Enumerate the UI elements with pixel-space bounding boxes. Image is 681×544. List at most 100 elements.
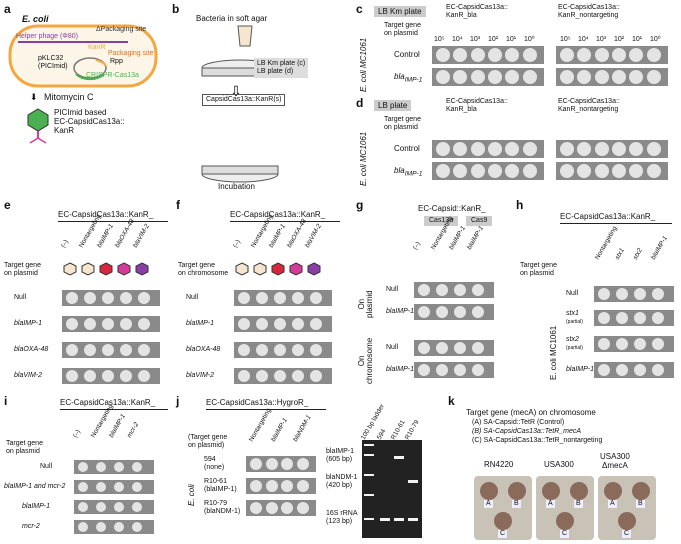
colony-spot xyxy=(598,364,610,376)
colony-spot xyxy=(436,164,450,178)
spot-strip xyxy=(234,342,332,358)
rpp-label: Rpp xyxy=(110,58,123,65)
colony-spot xyxy=(114,522,124,532)
col-label: blaIMP-1 xyxy=(107,412,128,439)
col-label: blaIMP-1 xyxy=(465,224,486,251)
row-label: blaIMP-1 xyxy=(186,320,215,327)
colony-spot xyxy=(310,344,322,356)
row-label: R10-61 (blaIMP-1) xyxy=(204,478,237,493)
spot-strip xyxy=(594,362,674,378)
col-label: (–) xyxy=(411,240,422,251)
dil-label: 10⁰ xyxy=(650,36,661,43)
colony-spot xyxy=(418,364,430,376)
spot-letter: B xyxy=(574,500,583,508)
colony-spot xyxy=(453,70,468,84)
colony-spot xyxy=(256,370,268,382)
colony-spot xyxy=(78,522,88,532)
phage-icon-row xyxy=(63,262,149,276)
panel-label-h: h xyxy=(516,198,524,212)
colony-spot xyxy=(418,342,430,354)
colony-spot xyxy=(250,480,262,492)
spot-strip xyxy=(234,290,332,306)
title-underline xyxy=(60,409,168,410)
colony-spot xyxy=(436,48,450,62)
colony-spot xyxy=(634,288,646,300)
colony-spot xyxy=(612,48,626,62)
product-label: PICImid based EC-CapsidCas13a:: KanR xyxy=(54,108,125,135)
spot-letter: C xyxy=(622,530,632,538)
header1-d: EC-CapsidCas13a:: KanR_bla xyxy=(446,98,508,113)
dil-label: 10² xyxy=(614,36,625,43)
svg-text:⇩: ⇩ xyxy=(230,84,242,100)
colony-spot xyxy=(78,482,88,492)
colony-spot xyxy=(292,318,304,330)
header-k: Target gene (mecA) on chromosome xyxy=(466,408,596,417)
spot-strip xyxy=(556,68,668,86)
row-label: stx2 xyxy=(566,336,579,343)
row-label: mcr-2 xyxy=(22,523,40,530)
strain-label: USA300 ΔmecA xyxy=(600,452,630,470)
colony-spot xyxy=(265,502,278,514)
col-label: blaIMP-1 xyxy=(447,224,468,251)
colony-spot xyxy=(66,292,78,304)
title-j: EC-CapsidCas13a::HygroR_ xyxy=(206,398,309,407)
spot-letter: B xyxy=(512,500,521,508)
colony-spot xyxy=(96,462,106,472)
colony-spot xyxy=(612,142,626,156)
colony-spot xyxy=(78,462,88,472)
colony-spot xyxy=(652,312,664,324)
row-label: blaIMP-1 xyxy=(394,72,422,85)
spot-strip xyxy=(74,480,154,494)
target-label-e: Target gene on plasmid xyxy=(4,262,41,277)
colony-spot xyxy=(454,342,466,354)
title-e: EC-CapsidCas13a::KanR_ xyxy=(58,210,154,219)
colony-spot xyxy=(102,370,114,382)
spot-strip xyxy=(414,304,494,320)
colony-spot xyxy=(66,344,78,356)
colony-spot xyxy=(238,318,250,330)
legend-line: (C) SA-CapsidCas13a::TetR_nontargeting xyxy=(472,437,603,444)
dil-label: 10⁴ xyxy=(578,36,589,43)
packaging-site-label: Packaging site xyxy=(108,50,154,57)
colony-spot xyxy=(505,48,520,62)
gel-row-label: blaIMP-1 (605 bp) xyxy=(326,448,355,463)
colony-spot xyxy=(616,312,628,324)
colony-spot xyxy=(96,522,106,532)
colony-spot xyxy=(84,370,96,382)
strain-label: RN4220 xyxy=(484,460,514,469)
crispr-label: CRISPR-Cas13a xyxy=(86,72,139,79)
colony-spot xyxy=(281,458,293,470)
colony-spot xyxy=(84,292,96,304)
colony-spot xyxy=(472,364,484,376)
colony-spot xyxy=(138,344,150,356)
colony-spot xyxy=(560,70,574,84)
colony-spot xyxy=(296,502,309,514)
colony-spot xyxy=(472,306,484,318)
spot-strip xyxy=(594,336,674,352)
colony-spot xyxy=(120,292,132,304)
spot-letter: C xyxy=(560,530,570,538)
gel-image xyxy=(362,440,422,538)
col-label: stx2 xyxy=(631,247,644,261)
colony-spot xyxy=(652,338,664,350)
colony-spot xyxy=(436,142,450,156)
colony-spot xyxy=(256,344,268,356)
agar-plate: A B C xyxy=(536,476,594,540)
colony-spot xyxy=(114,462,124,472)
col-label: blaVIM-2 xyxy=(303,222,324,249)
spot-strip xyxy=(432,68,544,86)
dil-label: 10³ xyxy=(470,36,481,43)
row-label-sub: IMP-1 xyxy=(404,76,423,84)
spot-strip xyxy=(414,282,494,298)
colony-spot xyxy=(296,458,309,470)
col-label: Nontargeting xyxy=(247,407,273,443)
panel-label-d: d xyxy=(356,96,364,110)
target-label-i: Target gene on plasmid xyxy=(6,440,43,455)
colony-spot xyxy=(470,142,485,156)
spot-strip xyxy=(556,140,668,158)
title-i: EC-CapsidCas13a::KanR_ xyxy=(60,398,156,407)
colony-spot xyxy=(250,502,262,514)
col-label: (–) xyxy=(231,238,242,249)
col-label: blaNDM-1 xyxy=(291,414,313,443)
colony-spot xyxy=(594,48,609,62)
